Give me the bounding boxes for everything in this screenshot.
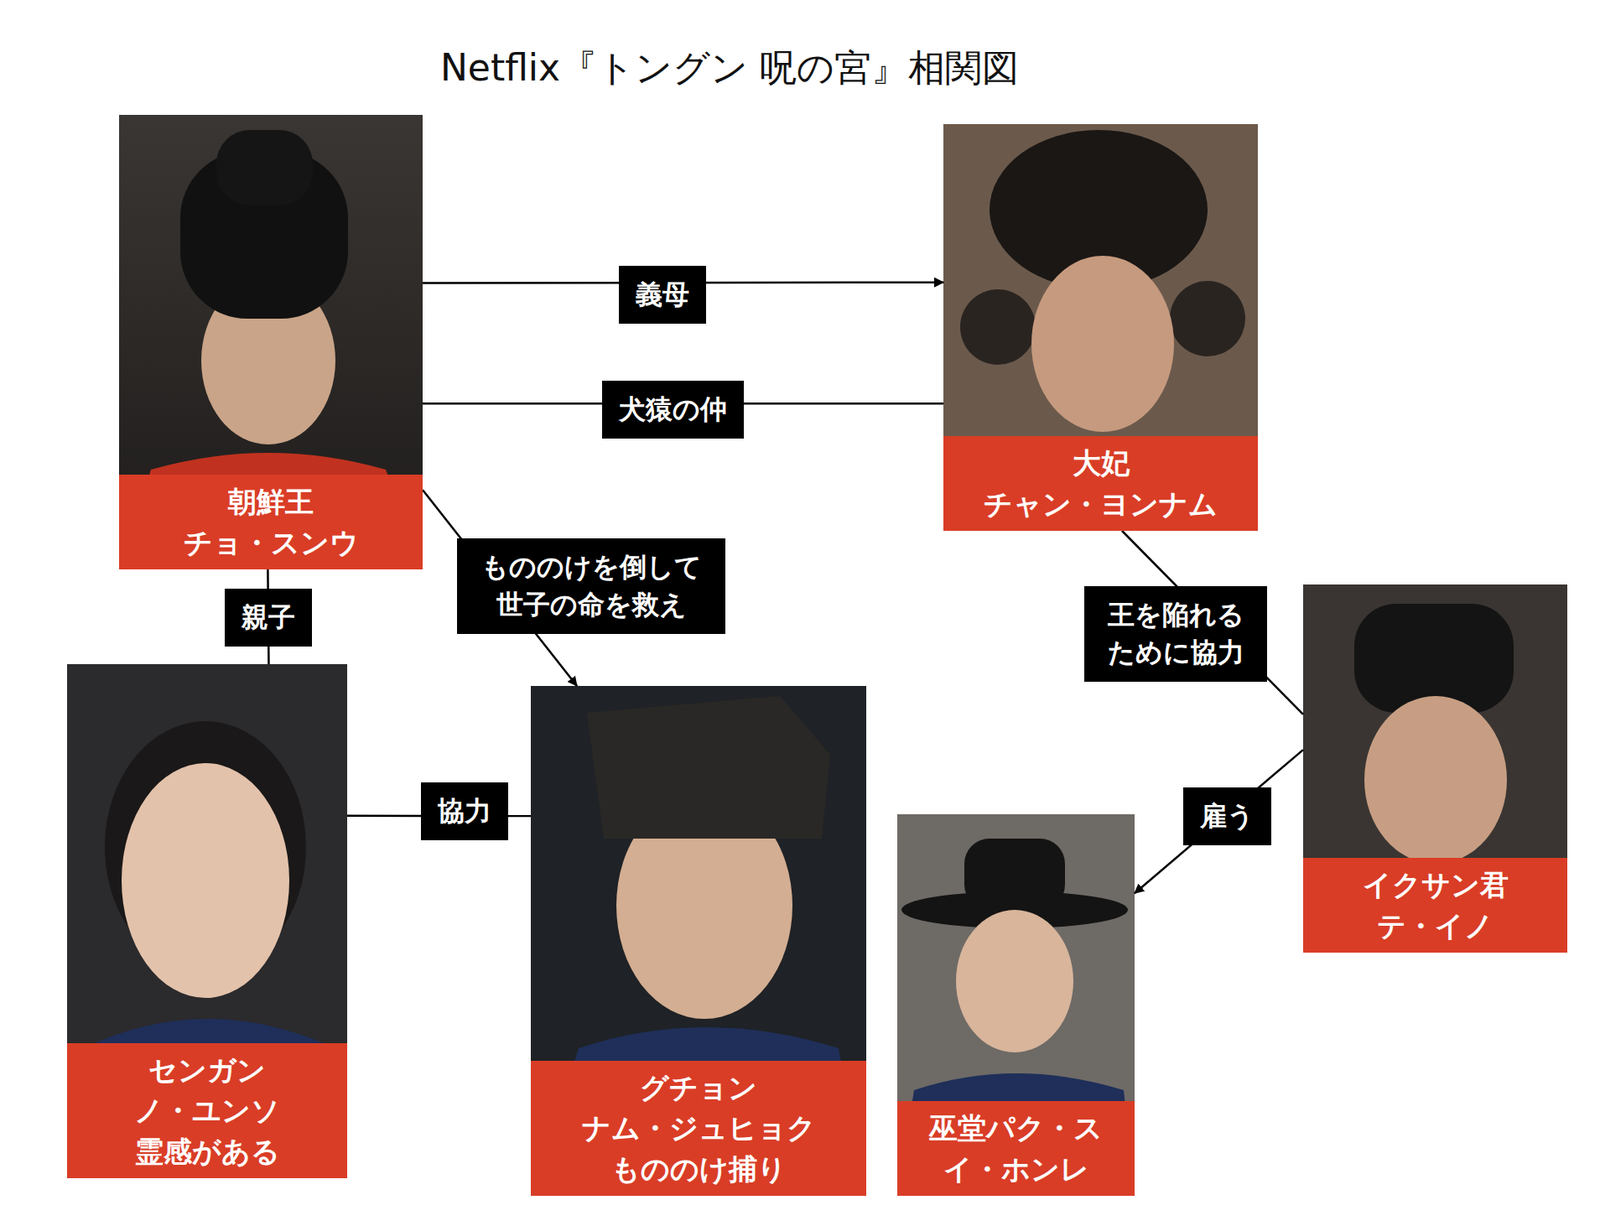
name-plate: 朝鮮王チョ・スンウ xyxy=(119,474,423,570)
character-card: 朝鮮王チョ・スンウ xyxy=(119,114,423,570)
card-text: チョ・スンウ xyxy=(124,522,418,563)
card-text: 朝鮮王 xyxy=(124,481,418,522)
character-card: 大妃チャン・ヨンナム xyxy=(943,124,1258,531)
card-text: イ・ホンレ xyxy=(902,1148,1130,1190)
portrait xyxy=(67,664,348,1179)
character-card: 巫堂パク・スイ・ホンレ xyxy=(897,814,1135,1196)
card-text: イクサン君 xyxy=(1308,864,1563,905)
card-text: センガン xyxy=(72,1049,343,1091)
card-text: 霊感がある xyxy=(72,1131,343,1172)
relation-line xyxy=(1134,749,1304,894)
card-text: ナム・ジュヒョク xyxy=(535,1107,862,1149)
name-plate: センガンノ・ユンソ霊感がある xyxy=(67,1043,348,1179)
card-text: グチョン xyxy=(535,1067,862,1108)
card-text: 大妃 xyxy=(948,442,1253,484)
card-text: もののけ捕り xyxy=(535,1148,862,1190)
portrait xyxy=(530,685,867,1196)
diagram-title: Netflix『トングン 呪の宮』相関図 xyxy=(0,43,1460,94)
relation-label: 雇う xyxy=(1183,787,1272,846)
card-text: ノ・ユンソ xyxy=(72,1090,343,1131)
name-plate: 大妃チャン・ヨンナム xyxy=(943,436,1258,531)
relation-label: もののけを倒して 世子の命を救え xyxy=(457,538,726,634)
name-plate: イクサン君テ・イノ xyxy=(1303,857,1568,953)
character-card: イクサン君テ・イノ xyxy=(1303,584,1568,953)
relation-label: 義母 xyxy=(618,265,707,324)
portrait xyxy=(943,124,1258,531)
card-text: 巫堂パク・ス xyxy=(902,1107,1130,1149)
relation-label: 犬猿の仲 xyxy=(602,380,744,439)
relation-label: 協力 xyxy=(420,782,509,841)
portrait xyxy=(1303,584,1568,953)
card-text: チャン・ヨンナム xyxy=(948,483,1253,525)
relation-label: 親子 xyxy=(224,588,312,647)
name-plate: 巫堂パク・スイ・ホンレ xyxy=(897,1101,1135,1196)
portrait xyxy=(119,114,423,570)
character-card: グチョンナム・ジュヒョクもののけ捕り xyxy=(530,685,867,1196)
portrait xyxy=(897,814,1135,1196)
character-card: センガンノ・ユンソ霊感がある xyxy=(67,664,348,1179)
relation-label: 王を陥れる ために協力 xyxy=(1084,586,1268,682)
card-text: テ・イノ xyxy=(1308,905,1563,946)
name-plate: グチョンナム・ジュヒョクもののけ捕り xyxy=(530,1060,867,1196)
